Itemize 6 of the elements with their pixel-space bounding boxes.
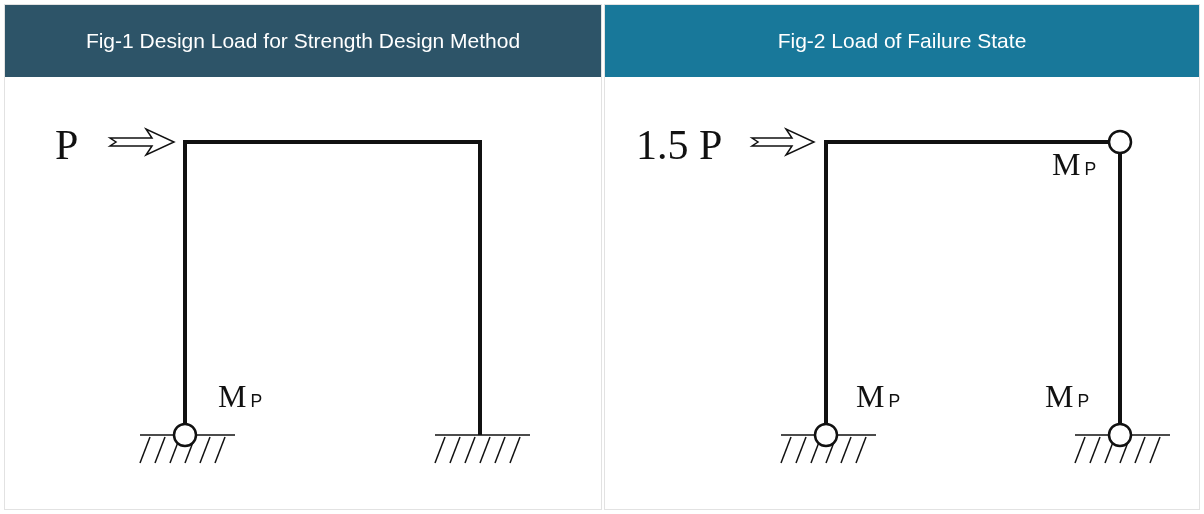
figure-panel [4,4,602,510]
figure-panel [604,4,1200,510]
panel-header: Fig-2 Load of Failure State [605,5,1199,77]
load-label: 1.5 P [636,124,723,166]
load-label: P [55,124,79,166]
panel-header: Fig-1 Design Load for Strength Design Method [5,5,601,77]
